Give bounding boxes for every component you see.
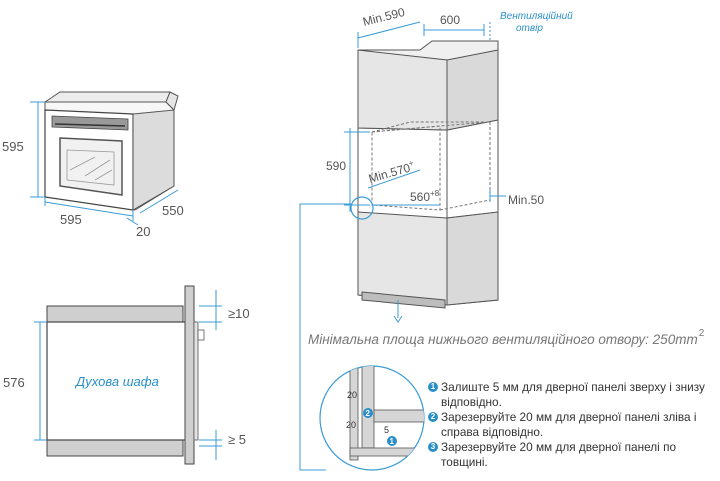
oven-door-section [184,285,195,465]
detail-gap-left: 20 [346,420,356,430]
oven-side-panel [132,109,175,211]
step-3-number: 3 [428,442,438,452]
step-2-text: Зарезервуйте 20 мм для дверної панелі зл… [441,410,697,439]
cabinet-min-width-label: Min.590 [361,5,406,29]
installation-steps: 1 Залиште 5 мм для дверної панелі зверху… [428,380,718,470]
oven-body-section [46,321,188,441]
vent-label-line2: отвір [516,23,543,34]
step-3-text: Зарезервуйте 20 мм для дверної панелі по… [441,440,677,469]
cabinet-view: Min.590 600 Вентиляційний отвір 590 Min.… [299,5,573,471]
oven-window [59,137,123,196]
detail-gap-top: 20 [347,390,357,400]
detail-marker-1: 1 [390,437,395,446]
control-panel [51,115,129,131]
oven-height-label: 595 [2,139,24,154]
cabinet-bottom-shelf [46,439,184,457]
niche-height-label: 590 [326,159,346,173]
detail-callout-circle [350,196,374,220]
niche-width-label: 560+8 [410,189,440,204]
step-1: 1 Залиште 5 мм для дверної панелі зверху… [428,380,718,409]
oven-side-section: Духова шафа 576 ≥10 ≥ 5 [3,285,250,465]
top-gap-label: ≥10 [228,306,250,321]
plinth-vent [361,291,446,309]
niche-min-depth-label: Min.570+ [367,158,417,186]
step-1-text: Залиште 5 мм для дверної панелі зверху і… [441,380,705,409]
door-gap-detail: 20 20 5 2 1 [319,365,425,471]
vent-area-note: Мінімальна площа нижнього вентиляційного… [308,328,705,347]
step-3: 3 Зарезервуйте 20 мм для дверної панелі … [428,440,718,469]
cabinet-top-shelf [46,305,184,323]
step-1-number: 1 [428,382,438,392]
bottom-gap-label: ≥ 5 [228,432,246,447]
step-2: 2 Зарезервуйте 20 мм для дверної панелі … [428,410,718,439]
oven-cabinet-label: Духова шафа [74,374,159,389]
oven-width-label: 595 [60,212,82,227]
oven-front-view: 595 595 550 20 [2,91,184,239]
step-2-number: 2 [428,412,438,422]
oven-door-depth-label: 20 [136,224,150,239]
vent-label-line1: Вентиляційний [500,11,573,22]
cabinet-depth-label: 600 [440,13,460,27]
oven-back [165,91,179,111]
rear-gap-label: Min.50 [508,193,544,207]
detail-gap-bottom: 5 [384,425,389,435]
oven-depth-label: 550 [162,203,184,218]
oven-side-height-label: 576 [3,375,25,390]
detail-marker-2: 2 [366,409,371,418]
oven-top [43,91,171,103]
